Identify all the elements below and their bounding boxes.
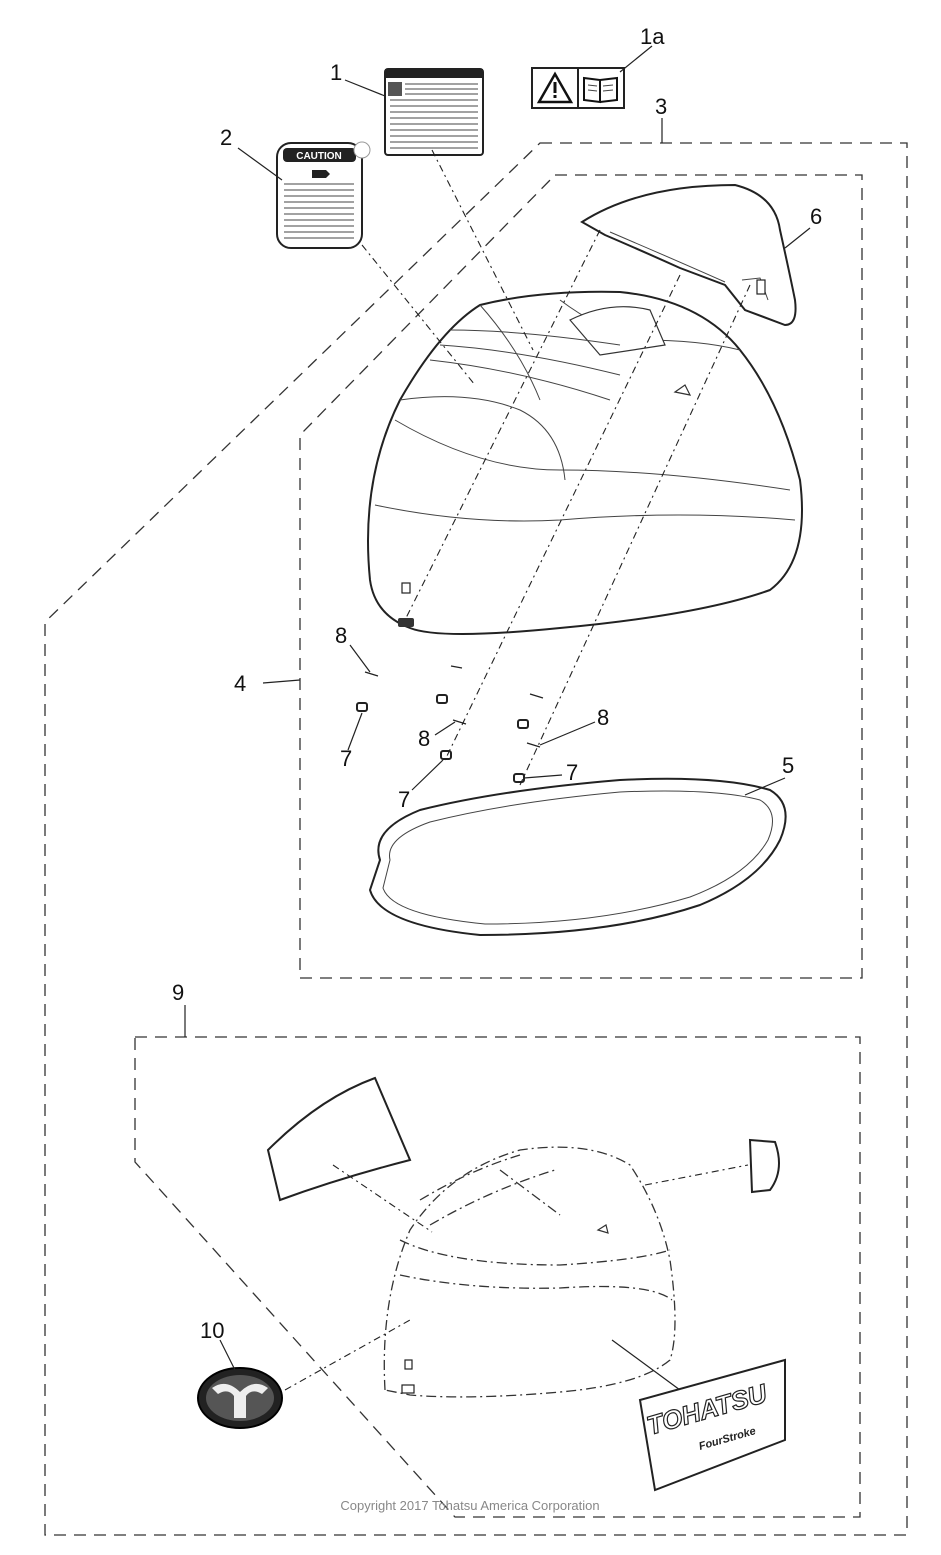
callout-6: 6 xyxy=(810,204,822,229)
kit-9-boundary xyxy=(134,1036,861,1518)
callout-3: 3 xyxy=(655,94,667,119)
manual-book-icon xyxy=(583,76,618,104)
callout-7-right: 7 xyxy=(566,760,578,785)
callout-1: 1 xyxy=(330,60,342,85)
tohatsu-emblem-icon xyxy=(197,1367,283,1429)
caution-label-part-2: CAUTION xyxy=(276,141,371,249)
icon-label-part-1a xyxy=(531,67,625,109)
fastener-parts-7-8 xyxy=(356,665,544,783)
callout-2: 2 xyxy=(220,125,232,150)
warning-triangle-icon xyxy=(536,71,574,104)
callout-5: 5 xyxy=(782,753,794,778)
warning-label-part-1 xyxy=(384,68,484,156)
explosion-lines-upper xyxy=(361,149,751,786)
callout-8-left: 8 xyxy=(335,623,347,648)
callout-7-left: 7 xyxy=(340,746,352,771)
callout-4: 4 xyxy=(234,671,246,696)
callout-8-right: 8 xyxy=(597,705,609,730)
copyright-notice: Copyright 2017 Tohatsu America Corporati… xyxy=(340,1498,599,1513)
kit-3-boundary xyxy=(44,142,908,1536)
callout-9: 9 xyxy=(172,980,184,1005)
assembly-4-boundary xyxy=(299,174,863,979)
decal-set-part-9: TOHATSU FourStroke xyxy=(266,1076,786,1492)
engine-cover-part-4 xyxy=(367,290,803,635)
callout-8-middle: 8 xyxy=(418,726,430,751)
top-cover-panel-part-6 xyxy=(580,183,797,327)
caution-title: CAUTION xyxy=(296,151,342,162)
callout-1a: 1a xyxy=(640,24,665,49)
oil-can-icon xyxy=(312,170,330,178)
callout-leaders xyxy=(184,45,811,1371)
seal-ring-part-5 xyxy=(368,777,787,937)
callout-7-middle: 7 xyxy=(398,787,410,812)
callout-10: 10 xyxy=(200,1318,224,1343)
